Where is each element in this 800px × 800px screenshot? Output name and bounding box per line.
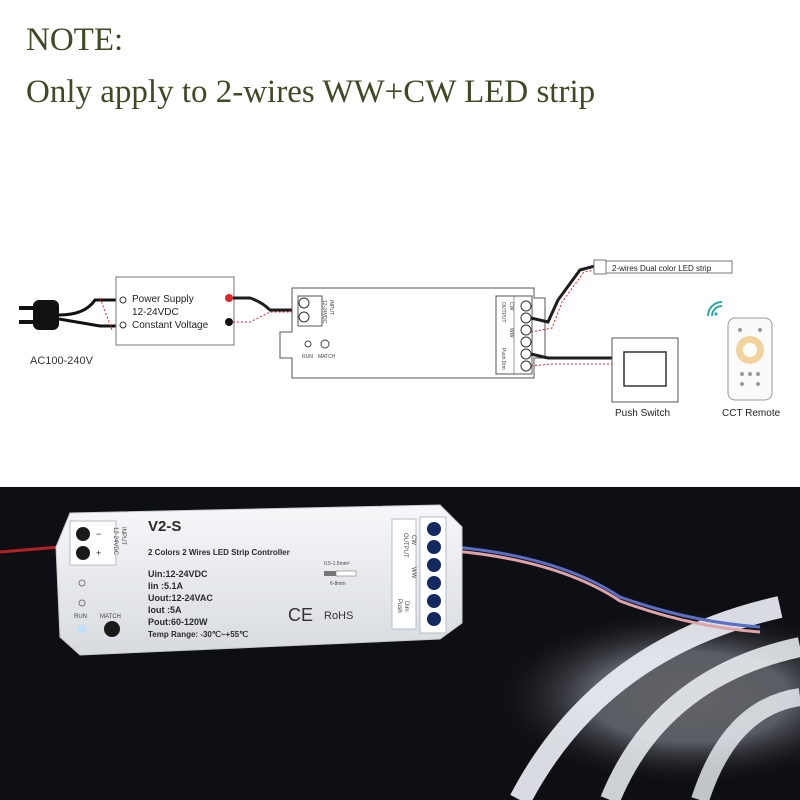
product-model: V2-S xyxy=(148,518,181,535)
ps-output-negative xyxy=(225,318,233,326)
note-title: NOTE: xyxy=(26,22,124,58)
controller-input-terminal-2 xyxy=(298,311,310,323)
controller-output-label: OUTPUT xyxy=(500,302,506,323)
product-strip-length: 6-8mm xyxy=(330,581,346,587)
controller-cw-label: CW xyxy=(508,302,514,311)
product-output-label: OUTPUT xyxy=(402,533,408,558)
controller-run-led xyxy=(304,340,312,348)
controller-match-label: MATCH xyxy=(318,354,336,360)
product-push-label: Push xyxy=(396,599,402,613)
product-cw-label: CW xyxy=(410,535,416,545)
ps-label-line-2: 12-24VDC xyxy=(132,307,179,318)
ce-mark: CE xyxy=(288,605,313,625)
controller-outline xyxy=(279,287,546,379)
product-dim-label: Dim xyxy=(403,601,409,612)
rohs-mark: RoHS xyxy=(324,610,353,622)
product-match-label: MATCH xyxy=(100,614,121,620)
ac-voltage-label: AC100-240V xyxy=(30,355,94,367)
controller-box xyxy=(55,504,463,656)
led-strip-label: 2-wires Dual color LED strip xyxy=(612,264,712,273)
note-subtitle: Only apply to 2-wires WW+CW LED strip xyxy=(26,74,596,110)
controller-input-label: INPUT xyxy=(328,300,334,315)
product-spec-uin: Uin:12-24VDC xyxy=(148,569,208,579)
ps-label-line-1: Power Supply xyxy=(132,294,194,305)
product-minus: − xyxy=(96,529,101,539)
controller-ww-label: WW xyxy=(508,328,514,338)
ps-input-terminal-n xyxy=(119,321,127,329)
power-supply-box xyxy=(115,276,235,346)
cct-remote-label: CCT Remote xyxy=(722,408,781,419)
product-input-terminals xyxy=(69,520,117,566)
led-strip-loop-1 xyxy=(510,596,783,800)
led-strip-loop-3 xyxy=(691,688,800,800)
product-description: 2 Colors 2 Wires LED Strip Controller xyxy=(148,548,290,557)
push-switch-label: Push Switch xyxy=(615,408,670,419)
controller-input-voltage: 12-24VDC xyxy=(321,300,327,324)
product-spec-iout: Iout :5A xyxy=(148,605,182,615)
ac-plug-icon xyxy=(19,297,118,331)
cct-remote-icon xyxy=(727,317,773,401)
ps-input-terminal-l xyxy=(119,296,127,304)
controller-input-terminal-1 xyxy=(298,297,310,309)
ps-output-positive xyxy=(225,294,233,302)
product-run-led xyxy=(78,625,86,633)
product-spec-uout: Uout:12-24VAC xyxy=(148,593,213,603)
product-output-label-block xyxy=(391,518,417,630)
product-run-label: RUN xyxy=(74,614,87,620)
led-strip-loop-2 xyxy=(600,637,800,800)
product-plus: + xyxy=(96,548,101,558)
led-strip-connector xyxy=(593,259,607,275)
product-output-terminals xyxy=(427,522,441,626)
product-photo: − + INPUT 12-24VDC V2-S 2 Colors 2 Wires… xyxy=(0,487,800,800)
product-wire-gauge: 0.5-1.5mm² xyxy=(324,561,350,567)
wifi-icon xyxy=(707,301,723,317)
controller-match-button xyxy=(320,339,330,349)
product-ww-label: WW xyxy=(410,567,416,579)
controller-push-dim-label: Push Dim xyxy=(500,348,506,370)
product-spec-temp: Temp Range: -30℃~+55℃ xyxy=(148,630,248,639)
wiring-diagram: AC100-240V Power Supply 12-24VDC Constan… xyxy=(19,259,781,419)
product-input-voltage: 12-24VDC xyxy=(112,527,118,556)
product-match-button xyxy=(104,621,120,637)
product-spec-pout: Pout:60-120W xyxy=(148,617,208,627)
ps-label-line-3: Constant Voltage xyxy=(132,320,209,331)
product-input-label: INPUT xyxy=(120,527,126,545)
product-spec-iin: Iin :5.1A xyxy=(148,581,184,591)
led-strip-icon xyxy=(605,260,733,274)
product-info-icon xyxy=(78,579,86,587)
controller-run-label: RUN xyxy=(302,354,313,360)
